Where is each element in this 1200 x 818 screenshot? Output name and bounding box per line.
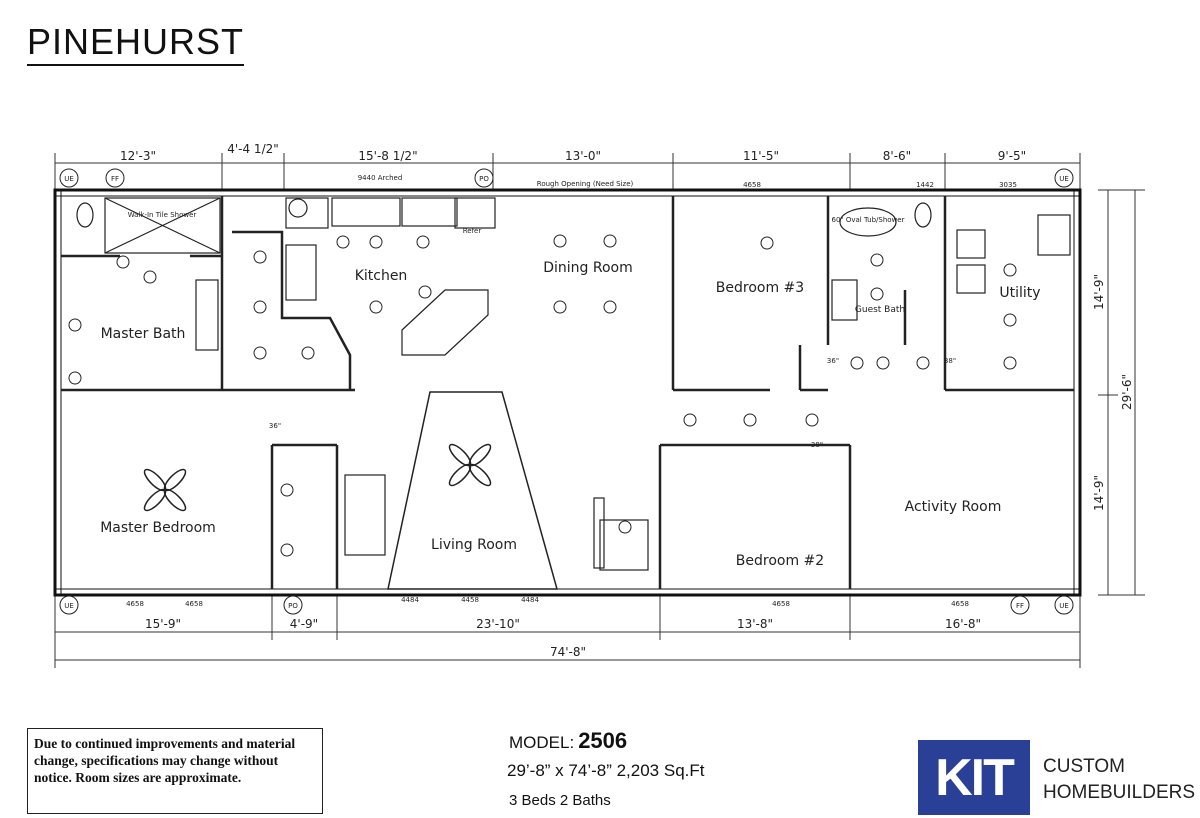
note-window-top: 4658: [743, 181, 761, 189]
plan-title: PINEHURST: [27, 22, 245, 66]
dim-bottom-1: 15'-9": [145, 617, 181, 631]
dim-right-2: 14'-9": [1092, 475, 1106, 511]
interior-walls: [61, 196, 1074, 590]
fixtures: [76, 197, 1071, 571]
model-label: MODEL:: [509, 733, 575, 752]
note-ue-1: UE: [64, 175, 74, 183]
dim-bottom-5: 16'-8": [945, 617, 981, 631]
room-master-bath: Master Bath: [101, 326, 186, 342]
note-door-2: 36": [827, 357, 839, 365]
exterior-wall: [53, 188, 1082, 597]
note-walkin-shower: Walk-In Tile Shower: [128, 211, 197, 219]
note-window-b2: 4658: [185, 600, 203, 608]
walk-in-shower: [104, 197, 221, 254]
ceiling-fan-master: [143, 468, 187, 512]
dim-bottom-4: 13'-8": [737, 617, 773, 631]
beds-baths: 3 Beds 2 Baths: [509, 792, 611, 809]
dim-bottom-2: 4'-9": [290, 617, 318, 631]
room-living: Living Room: [431, 537, 517, 553]
dim-overall: 74'-8": [550, 645, 586, 659]
room-bedroom3: Bedroom #3: [716, 280, 804, 296]
brand-line-2: HOMEBUILDERS: [1043, 782, 1196, 803]
room-dining: Dining Room: [543, 260, 633, 276]
note-window-b5: 4484: [521, 596, 539, 604]
note-po-2: PO: [288, 602, 298, 610]
note-ff-2: FF: [1016, 602, 1024, 610]
note-arched: 9440 Arched: [358, 174, 403, 182]
dim-top-5: 11'-5": [743, 149, 779, 163]
note-window-b7: 4658: [951, 600, 969, 608]
range: [285, 244, 317, 301]
dim-top-1: 12'-3": [120, 149, 156, 163]
brand-line-1: CUSTOM: [1043, 756, 1125, 777]
kit-logo: KIT: [918, 740, 1030, 815]
dim-top-2: 4'-4 1/2": [227, 142, 279, 156]
note-ue-4: UE: [1059, 602, 1069, 610]
room-bedroom2: Bedroom #2: [736, 553, 824, 569]
note-window-b3: 4484: [401, 596, 419, 604]
dim-top-3: 15'-8 1/2": [358, 149, 417, 163]
disclaimer-box: Due to continued improvements and materi…: [27, 728, 323, 814]
note-po-1: PO: [479, 175, 489, 183]
dim-top-6: 8'-6": [883, 149, 911, 163]
room-master-bedroom: Master Bedroom: [100, 520, 216, 536]
note-oval-tub: 60" Oval Tub/Shower: [832, 216, 905, 224]
oval-tub: [839, 207, 897, 237]
toilet: [76, 202, 94, 228]
dim-top-7: 9'-5": [998, 149, 1026, 163]
note-ue-2: UE: [1059, 175, 1069, 183]
note-window-b6: 4658: [772, 600, 790, 608]
dim-right-1: 14'-9": [1092, 274, 1106, 310]
note-window-b4: 4458: [461, 596, 479, 604]
room-kitchen: Kitchen: [355, 268, 408, 284]
floor-plan: 12'-3" 4'-4 1/2" 15'-8 1/2" 13'-0" 11'-5…: [53, 142, 1145, 668]
note-refer: Refer: [463, 227, 482, 235]
note-door-3: 38": [944, 357, 956, 365]
note-rough-opening: Rough Opening (Need Size): [537, 180, 634, 188]
dim-top-4: 13'-0": [565, 149, 601, 163]
note-window-b1: 4658: [126, 600, 144, 608]
tv-stand: [344, 474, 386, 556]
recessed-lights: [68, 234, 1017, 557]
note-door-1: 36": [269, 422, 281, 430]
model-line: MODEL:2506: [509, 728, 627, 754]
dim-bottom-3: 23'-10": [476, 617, 520, 631]
room-utility: Utility: [999, 285, 1040, 301]
dim-right-total: 29'-6": [1120, 374, 1134, 410]
model-number: 2506: [578, 728, 628, 753]
ceiling-fan-living: [448, 443, 492, 487]
note-door-4: 38": [811, 441, 823, 449]
room-activity: Activity Room: [905, 499, 1002, 515]
vanity: [195, 279, 219, 351]
note-window-1442: 1442: [916, 181, 934, 189]
fireplace: [599, 519, 649, 571]
room-guest-bath: Guest Bath: [855, 305, 905, 315]
size-line: 29’-8” x 74’-8” 2,203 Sq.Ft: [507, 761, 705, 780]
kitchen-island: [401, 289, 489, 356]
note-ue-3: UE: [64, 602, 74, 610]
note-window-3035: 3035: [999, 181, 1017, 189]
brand-name: CUSTOM HOMEBUILDERS: [1043, 754, 1195, 806]
note-ff-1: FF: [111, 175, 119, 183]
